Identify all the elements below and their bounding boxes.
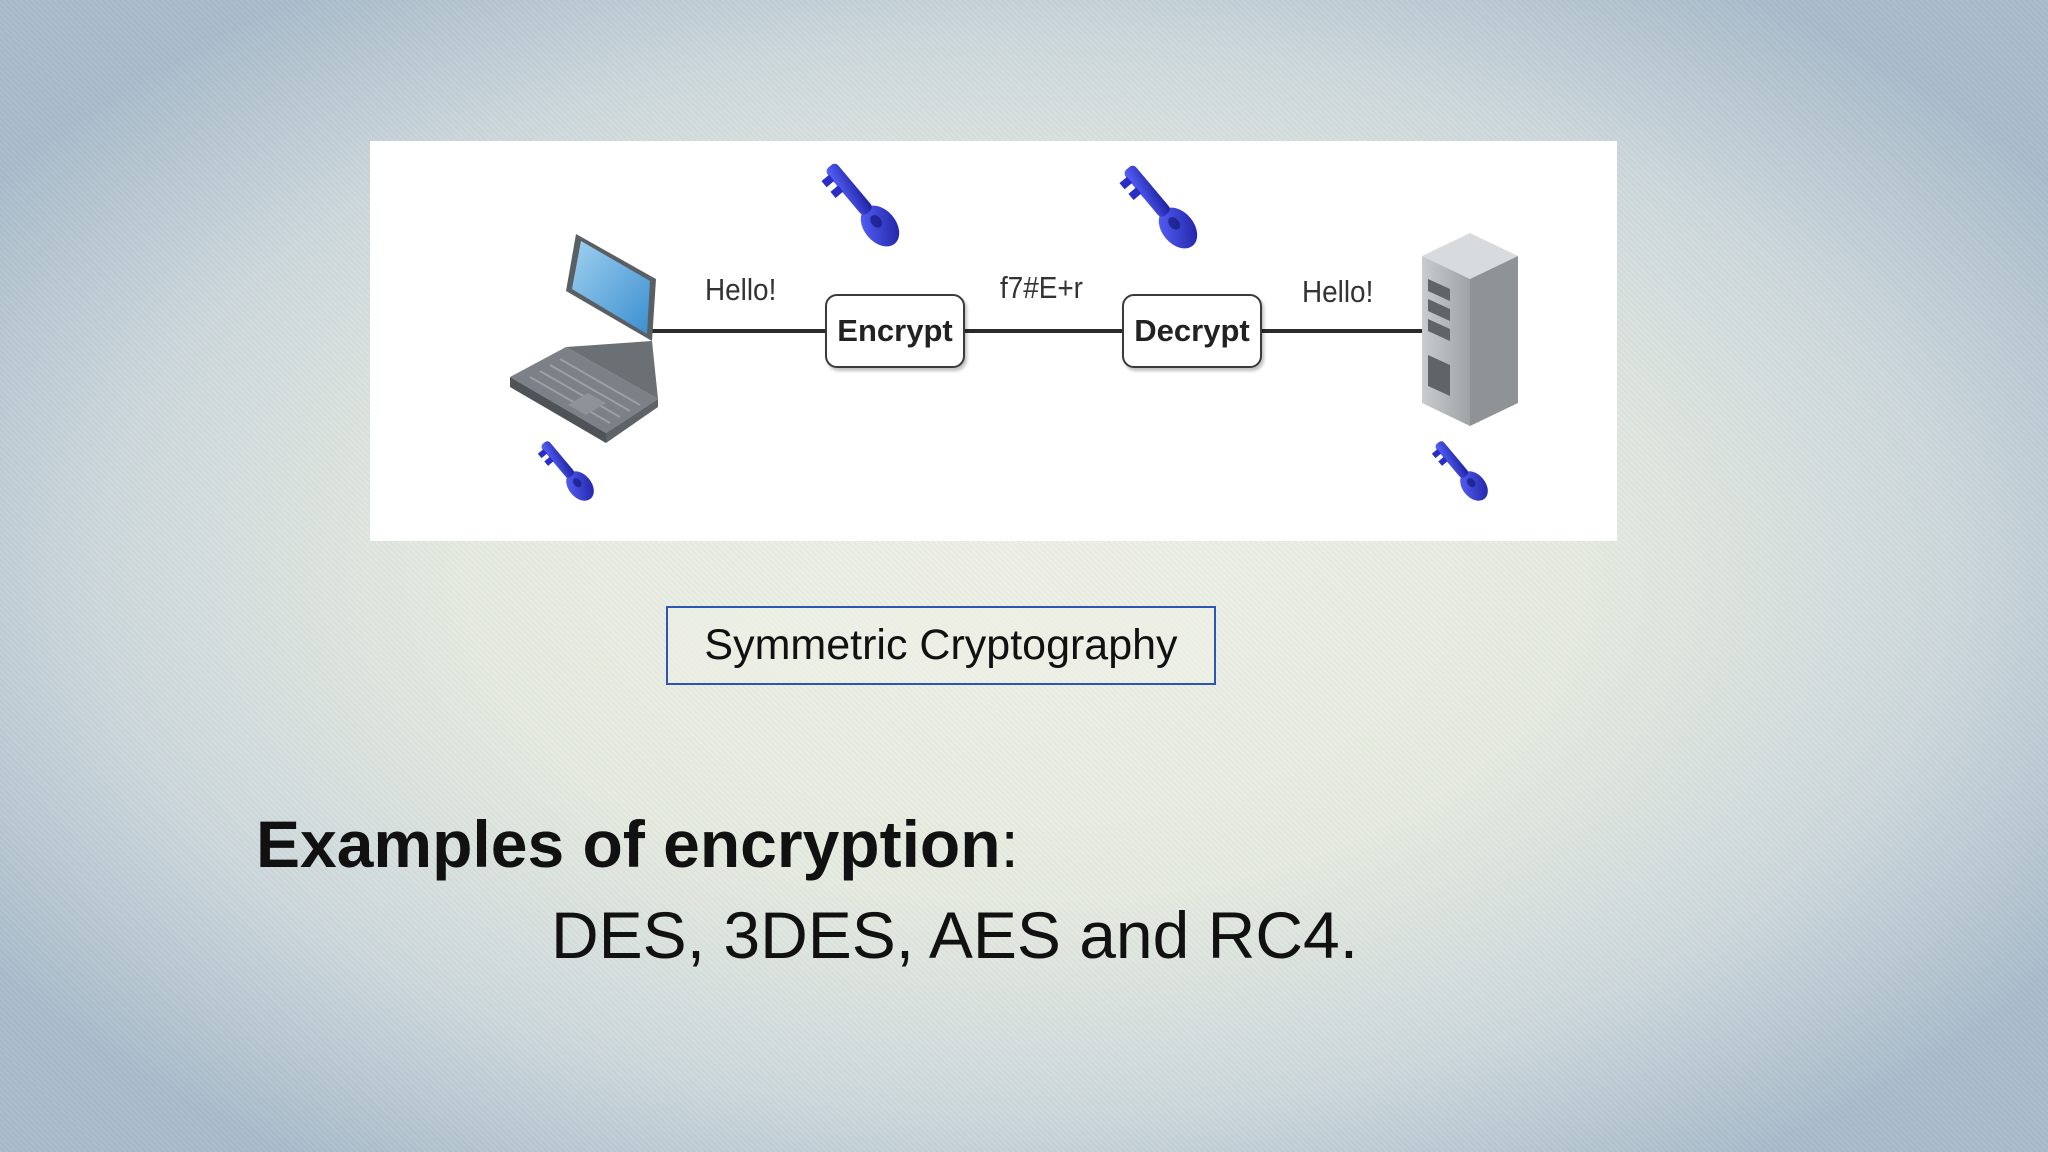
key-icon	[1431, 441, 1488, 501]
examples-heading: Examples of encryption:	[256, 806, 1019, 882]
plaintext-label-left: Hello!	[705, 272, 777, 307]
server-icon	[1422, 233, 1518, 426]
ciphertext-label: f7#E+r	[1000, 270, 1083, 305]
encryption-diagram: Hello! f7#E+r Hello! Encrypt Decrypt	[370, 141, 1617, 541]
encrypt-step: Encrypt	[825, 294, 965, 368]
diagram-caption: Symmetric Cryptography	[666, 606, 1216, 685]
diagram-graphics	[510, 163, 1518, 501]
key-icon	[537, 441, 594, 501]
key-icon	[1119, 165, 1198, 249]
examples-heading-text: Examples of encryption	[256, 807, 1001, 881]
laptop-icon	[510, 234, 658, 443]
plaintext-label-right: Hello!	[1302, 274, 1374, 309]
examples-heading-colon: :	[1000, 807, 1019, 881]
examples-list: DES, 3DES, AES and RC4.	[551, 898, 1359, 972]
decrypt-step: Decrypt	[1122, 294, 1262, 368]
key-icon	[821, 163, 900, 247]
